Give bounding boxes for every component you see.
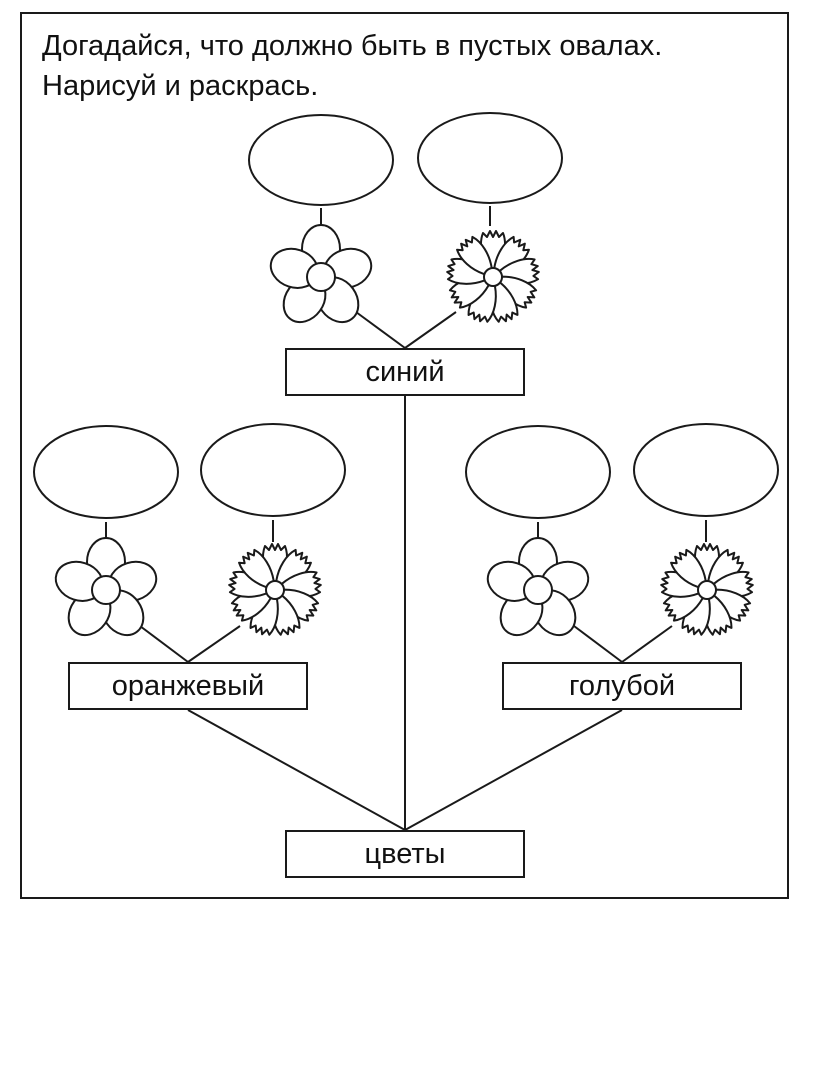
connector-orange-to-flower-right	[187, 625, 241, 663]
category-box-orange: оранжевый	[68, 662, 308, 710]
empty-oval-blue-right[interactable]	[417, 112, 563, 204]
connector-root-to-orange	[187, 709, 406, 831]
connector-root-to-lightblue	[404, 709, 623, 831]
empty-oval-lightblue-left[interactable]	[465, 425, 611, 519]
connector-blue-to-flower-left	[355, 311, 406, 349]
fringed-petal-flower-icon	[660, 544, 755, 637]
category-box-blue: синий	[285, 348, 525, 396]
connector-lightblue-to-flower-left	[573, 625, 623, 663]
category-box-light-blue: голубой	[502, 662, 742, 710]
connector-lines	[105, 206, 707, 831]
fringed-petal-flower-icon	[228, 544, 323, 637]
empty-oval-lightblue-right[interactable]	[633, 423, 779, 517]
instruction-line-1: Догадайся, что должно быть в пустых овал…	[42, 30, 663, 62]
empty-oval-orange-right[interactable]	[200, 423, 346, 517]
empty-oval-orange-left[interactable]	[33, 425, 179, 519]
worksheet-frame	[20, 12, 789, 899]
root-box-flowers: цветы	[285, 830, 525, 878]
empty-oval-blue-left[interactable]	[248, 114, 394, 206]
fringed-petal-flower-icon	[446, 231, 541, 324]
connector-blue-to-flower-right	[404, 311, 457, 349]
connector-orange-to-flower-left	[139, 625, 189, 663]
connector-lightblue-to-flower-right	[621, 625, 673, 663]
instruction-line-2: Нарисуй и раскрась.	[42, 70, 319, 102]
round-petal-flower-icon	[49, 537, 163, 645]
